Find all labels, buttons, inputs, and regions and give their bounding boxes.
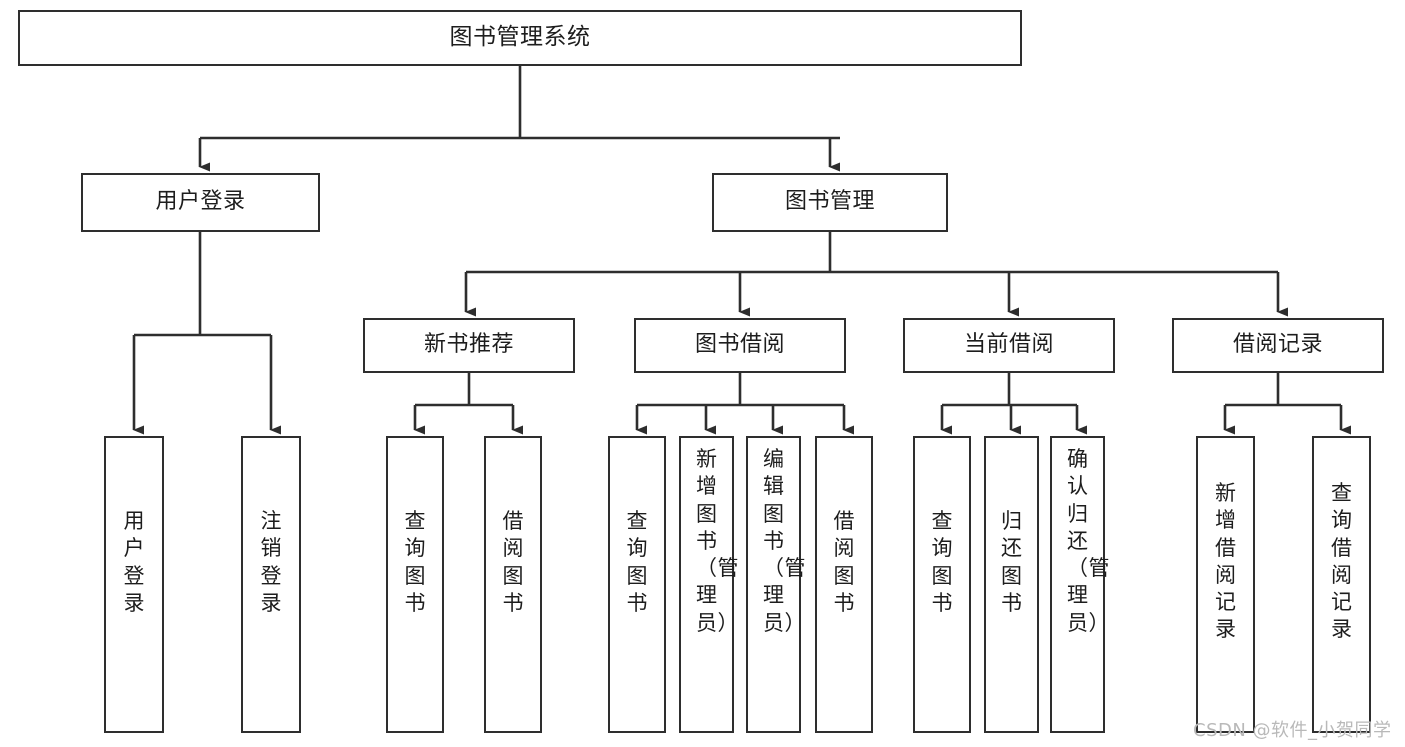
- leaf-query-book-nbr-label: 查询图书: [404, 509, 426, 615]
- leaf-query-borrow-record[interactable]: 查询借阅记录: [1312, 436, 1371, 733]
- leaf-return-book-label: 归还图书: [1001, 509, 1023, 615]
- leaf-query-book-cb-label: 查询图书: [931, 509, 953, 615]
- leaf-add-book-admin-label: 新增图书（管理员）: [696, 447, 739, 635]
- leaf-return-book[interactable]: 归还图书: [984, 436, 1039, 733]
- leaf-logout[interactable]: 注销登录: [241, 436, 301, 733]
- node-book-management[interactable]: 图书管理: [712, 173, 948, 232]
- leaf-borrow-book-nbr[interactable]: 借阅图书: [484, 436, 542, 733]
- leaf-user-login[interactable]: 用户登录: [104, 436, 164, 733]
- node-borrow-record-label: 借阅记录: [1232, 332, 1323, 358]
- node-root[interactable]: 图书管理系统: [18, 10, 1022, 66]
- leaf-edit-book-admin-label: 编辑图书（管理员）: [763, 447, 806, 635]
- leaf-logout-label: 注销登录: [260, 509, 282, 615]
- leaf-borrow-book-nbr-label: 借阅图书: [502, 509, 524, 615]
- leaf-add-borrow-record-label: 新增借阅记录: [1215, 481, 1237, 642]
- leaf-borrow-book-bb-label: 借阅图书: [833, 509, 855, 615]
- leaf-confirm-return-admin-label: 确认归还（管理员）: [1067, 447, 1110, 635]
- leaf-query-book-nbr[interactable]: 查询图书: [386, 436, 444, 733]
- node-new-book-recommend[interactable]: 新书推荐: [363, 318, 575, 373]
- leaf-borrow-book-bb[interactable]: 借阅图书: [815, 436, 873, 733]
- leaf-confirm-return-admin[interactable]: 确认归还（管理员）: [1050, 436, 1110, 733]
- leaf-query-book-bb-label: 查询图书: [626, 509, 648, 615]
- node-current-borrow-label: 当前借阅: [963, 332, 1054, 358]
- leaf-query-book-cb[interactable]: 查询图书: [913, 436, 971, 733]
- node-user-login-label: 用户登录: [155, 189, 246, 215]
- node-new-book-recommend-label: 新书推荐: [423, 332, 514, 358]
- node-user-login[interactable]: 用户登录: [81, 173, 320, 232]
- node-book-management-label: 图书管理: [784, 189, 875, 215]
- leaf-add-book-admin[interactable]: 新增图书（管理员）: [679, 436, 739, 733]
- node-borrow-record[interactable]: 借阅记录: [1172, 318, 1384, 373]
- watermark: CSDN @软件_小贺同学: [1193, 720, 1392, 741]
- leaf-query-book-bb[interactable]: 查询图书: [608, 436, 666, 733]
- node-book-borrow-label: 图书借阅: [694, 332, 785, 358]
- leaf-edit-book-admin[interactable]: 编辑图书（管理员）: [746, 436, 806, 733]
- node-root-label: 图书管理系统: [449, 24, 591, 51]
- node-current-borrow[interactable]: 当前借阅: [903, 318, 1115, 373]
- leaf-query-borrow-record-label: 查询借阅记录: [1331, 481, 1353, 642]
- leaf-user-login-label: 用户登录: [123, 509, 145, 615]
- leaf-add-borrow-record[interactable]: 新增借阅记录: [1196, 436, 1255, 733]
- node-book-borrow[interactable]: 图书借阅: [634, 318, 846, 373]
